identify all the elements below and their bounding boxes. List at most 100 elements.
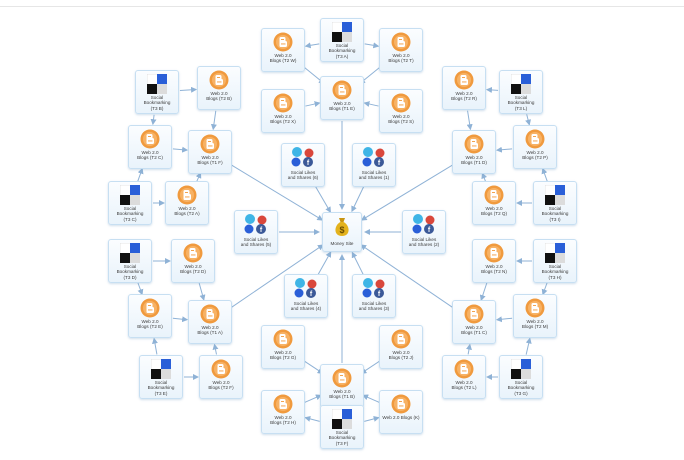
label-line: Bookmarking	[116, 269, 144, 275]
label-line: Blogs (T2 C)	[137, 155, 163, 161]
blogger-icon	[391, 329, 411, 349]
label-line: Web 2.0	[141, 150, 159, 155]
connection-arrow	[466, 343, 472, 355]
label-line: Web 2.0	[212, 380, 230, 385]
blogger-icon	[209, 70, 229, 90]
label-line: Web 2.0	[274, 350, 292, 355]
label-line: Blogs (T1 B)	[329, 394, 355, 400]
blogger-icon	[200, 304, 220, 324]
connection-arrow	[301, 359, 324, 374]
label-line: and Shares (5)	[240, 242, 272, 248]
connection-arrow	[479, 282, 488, 302]
label-line: (T3 L)	[514, 105, 528, 111]
svg-text:f: f	[307, 160, 310, 167]
delicious-bookmark-icon	[545, 185, 565, 205]
label-line: Social	[548, 206, 562, 211]
blogger-icon	[484, 185, 504, 205]
blogger-icon	[273, 329, 293, 349]
top-divider	[0, 6, 684, 7]
label-line: Web 2.0	[392, 114, 410, 119]
label-line: Web 2.0	[485, 206, 503, 211]
connection-arrow	[360, 163, 455, 221]
label-line: Bookmarking	[328, 48, 356, 54]
label-line: Web 2.0	[526, 150, 544, 155]
connection-arrow	[351, 251, 365, 276]
social-icons-cluster: f	[291, 147, 314, 167]
connection-arrow	[360, 244, 456, 310]
label-line: Social	[335, 43, 349, 48]
label-line: Blogs (T2 X)	[270, 119, 296, 125]
blogger-icon	[332, 368, 352, 388]
label-line: Blogs (T1 D)	[461, 160, 487, 166]
connection-arrow	[304, 42, 320, 49]
label-line: Blogs (T2 G)	[269, 355, 297, 361]
label-line: Blogs (T2 Q)	[480, 211, 508, 217]
connection-arrow	[363, 101, 379, 107]
label-line: Social	[154, 380, 168, 385]
social-icons-cluster: f	[412, 214, 435, 234]
social-icons-cluster: f	[244, 214, 267, 234]
money-site-label: Money Site	[330, 241, 354, 246]
label-line: Web 2.0	[201, 325, 219, 330]
label-line: Social Likes	[293, 301, 319, 306]
label-line: Bookmarking	[147, 385, 175, 391]
label-line: Blogs (T2 P)	[522, 155, 548, 161]
connection-arrow	[303, 394, 322, 404]
blogger-icon	[273, 32, 293, 52]
money-site-node[interactable]: $ Money Site	[322, 212, 362, 252]
label-line: Blogs (T1 F)	[197, 160, 223, 166]
label-line: Blogs (T2 A)	[174, 211, 200, 217]
web20-blog-node[interactable]: Web 2.0 Blogs (K)	[379, 390, 423, 434]
label-line: Web 2.0	[141, 319, 159, 324]
label-line: Blogs (T2 N)	[481, 269, 507, 275]
connection-arrow	[525, 337, 532, 355]
label-line: (T3 F)	[335, 440, 349, 446]
label-line: Web 2.0	[455, 380, 473, 385]
label-line: Blogs (T2 B)	[206, 96, 232, 102]
label-line: and Shares (6)	[287, 175, 319, 181]
blogger-icon	[140, 298, 160, 318]
label-line: (T3 D)	[123, 274, 137, 280]
